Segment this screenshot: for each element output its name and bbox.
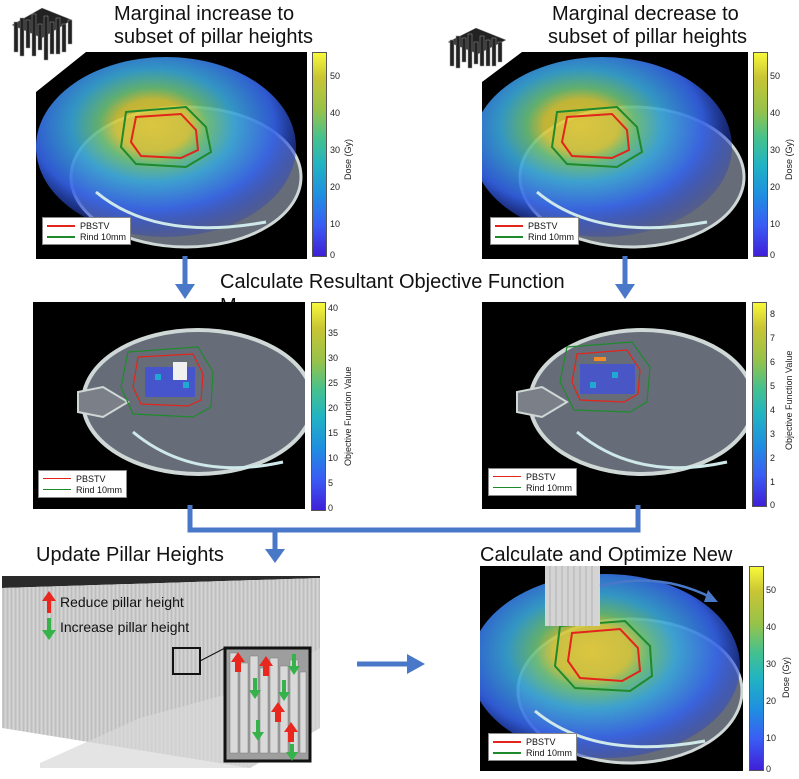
legend-top-left: PBSTV Rind 10mm: [42, 217, 132, 245]
tick: 10: [328, 453, 339, 463]
tick: 40: [330, 108, 341, 118]
legend-swatch-pbstv: [495, 224, 523, 227]
tick: 0: [330, 250, 336, 260]
legend-label-rind: Rind 10mm: [80, 231, 127, 242]
tick: 6: [770, 357, 776, 367]
tick: 20: [328, 403, 339, 413]
tick: 15: [328, 428, 339, 438]
tick: 2: [770, 453, 776, 463]
title-top-right-2: subset of pillar heights: [548, 26, 748, 48]
legend-label-pbstv: PBSTV: [526, 471, 556, 482]
tick: 30: [770, 145, 781, 155]
colorbar-label-objective: Objective Function Value: [784, 350, 794, 450]
tick: 10: [770, 219, 781, 229]
legend-swatch-pbstv: [493, 740, 521, 743]
legend-reduce-pillar: Reduce pillar height: [60, 594, 184, 610]
tick: 10: [330, 219, 341, 229]
dose-colorbar-left: [312, 52, 327, 257]
pillar-array-thumbnail-right: [447, 27, 507, 69]
tick: 20: [770, 182, 781, 192]
merge-connector-arrow: [187, 505, 641, 563]
legend-label-rind: Rind 10mm: [76, 484, 123, 495]
title-top-left-2: subset of pillar heights: [114, 26, 314, 48]
legend-bottom-right: PBSTV Rind 10mm: [488, 733, 578, 761]
right-arrow: [357, 654, 425, 674]
tick: 40: [766, 622, 777, 632]
tick: 30: [330, 145, 341, 155]
tick: 30: [328, 353, 339, 363]
title-bottom-right: Calculate and Optimize New: [480, 544, 733, 566]
tick: 30: [766, 659, 777, 669]
legend-swatch-rind: [43, 489, 71, 490]
tick: 7: [770, 333, 776, 343]
tick: 25: [328, 378, 339, 388]
tick: 20: [766, 696, 777, 706]
tick: 50: [330, 71, 341, 81]
pillar-array-thumbnail-left: [11, 7, 73, 61]
title-middle-clipped: M: [220, 294, 237, 302]
legend-swatch-rind: [47, 235, 75, 238]
dose-map-left: [36, 52, 307, 259]
colorbar-label-dose: Dose (Gy): [784, 138, 794, 180]
green-down-arrow-icon: [42, 618, 56, 640]
tick: 0: [766, 764, 772, 774]
colorbar-label-objective: Objective Function Value: [343, 366, 353, 466]
legend-label-pbstv: PBSTV: [80, 220, 110, 231]
title-top-left-1: Marginal increase to: [114, 3, 295, 25]
legend-label-rind: Rind 10mm: [526, 747, 573, 758]
colorbar-label-dose: Dose (Gy): [343, 138, 353, 180]
tick: 0: [770, 500, 776, 510]
tick: 5: [328, 478, 334, 488]
tick: 0: [328, 503, 334, 513]
tick: 5: [770, 381, 776, 391]
tick: 10: [766, 733, 777, 743]
colorbar-label-dose: Dose (Gy): [781, 656, 791, 698]
legend-label-pbstv: PBSTV: [526, 736, 556, 747]
legend-label-pbstv: PBSTV: [76, 473, 106, 484]
tick: 40: [328, 303, 339, 313]
legend-swatch-pbstv: [493, 476, 521, 477]
tick: 40: [770, 108, 781, 118]
legend-label-rind: Rind 10mm: [526, 482, 573, 493]
red-up-arrow-icon: [42, 591, 56, 613]
legend-middle-right: PBSTV Rind 10mm: [488, 468, 578, 496]
tick: 50: [770, 71, 781, 81]
legend-increase-pillar: Increase pillar height: [60, 619, 190, 635]
down-arrow-right: [615, 256, 635, 299]
tick: 50: [766, 585, 777, 595]
tick: 8: [770, 309, 776, 319]
legend-swatch-rind: [495, 235, 523, 238]
dose-colorbar-bottom: [749, 566, 764, 771]
tick: 20: [330, 182, 341, 192]
title-bottom-left: Update Pillar Heights: [36, 544, 224, 566]
objective-colorbar-left: [311, 302, 326, 511]
tick: 1: [770, 477, 776, 487]
legend-swatch-rind: [493, 487, 521, 488]
legend-swatch-pbstv: [47, 224, 75, 227]
tick: 4: [770, 405, 776, 415]
tick: 35: [328, 328, 339, 338]
tick: 3: [770, 429, 776, 439]
legend-label-rind: Rind 10mm: [528, 231, 575, 242]
title-top-right-1: Marginal decrease to: [552, 3, 739, 25]
objective-colorbar-right: [752, 302, 767, 507]
legend-swatch-pbstv: [43, 478, 71, 479]
legend-top-right: PBSTV Rind 10mm: [490, 217, 580, 245]
tick: 0: [770, 250, 776, 260]
legend-middle-left: PBSTV Rind 10mm: [38, 470, 128, 498]
legend-swatch-rind: [493, 751, 521, 754]
legend-label-pbstv: PBSTV: [528, 220, 558, 231]
title-middle: Calculate Resultant Objective Function: [220, 271, 565, 293]
dose-colorbar-right: [753, 52, 768, 257]
down-arrow-left: [175, 256, 195, 299]
zoom-inset-arrows: [231, 652, 300, 761]
